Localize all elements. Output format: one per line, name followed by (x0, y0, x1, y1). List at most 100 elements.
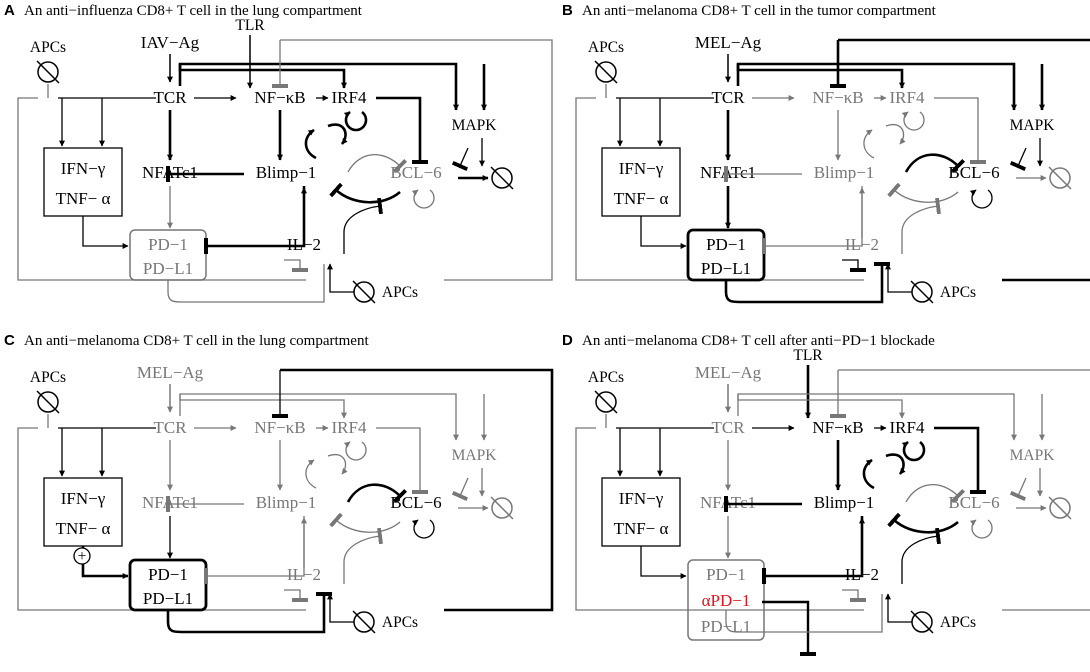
il2-bcl6-inhibit-edge (343, 527, 383, 584)
il2-bcl6-inhibit-edge (343, 197, 383, 254)
pdl1-node: PD−L1 (143, 589, 193, 608)
right-frame-edge (838, 369, 1090, 611)
apcs-null-icon (594, 60, 618, 84)
pdl1-il2-inhibit-edge (842, 589, 866, 602)
irf4-node: IRF4 (332, 88, 367, 107)
pd1-node: PD−1 (706, 565, 746, 584)
apcs-label: APCs (30, 369, 66, 386)
blimp1-node: Blimp−1 (256, 493, 317, 512)
mapk-node: MAPK (1010, 447, 1056, 464)
irf4-blimp1-edge (327, 453, 348, 475)
positive-sign: + (78, 548, 87, 565)
tcr-irf4-edge (178, 64, 347, 89)
blimp1-bcl6-inhibit-edge (887, 512, 959, 534)
pdl1-node: PD−L1 (701, 259, 751, 278)
nfkb-node: NF−κB (254, 88, 305, 107)
mapk-node: MAPK (452, 117, 498, 134)
outer-frame-edge (575, 414, 864, 611)
tcr-node: TCR (153, 418, 187, 437)
apcs-il2-edge (327, 263, 354, 293)
irf4-node: IRF4 (332, 418, 367, 437)
pdl1-il2-inhibit-edge (284, 259, 308, 272)
bcl6-blimp1-inhibit-edge (347, 154, 408, 174)
pdl1-il2-inhibit-edge (284, 589, 308, 602)
ifn-gamma-node: IFN−γ (619, 159, 664, 178)
irf4-node: IRF4 (890, 418, 925, 437)
apcs-bottom-null-icon (352, 280, 376, 304)
pd1-il2-bottom-edge (725, 594, 883, 633)
apcs-label: APCs (30, 39, 66, 56)
blimp1-irf4-edge (304, 128, 317, 160)
tlr-label: TLR (235, 17, 265, 34)
pd1-il2-bottom-edge (166, 592, 332, 634)
bcl6-blimp1-inhibit-edge (346, 483, 408, 504)
apcs-bottom-label: APCs (382, 614, 418, 631)
degradation-null-icon (490, 496, 514, 520)
pd1-node: PD−1 (148, 565, 188, 584)
apcs-bottom-label: APCs (382, 284, 418, 301)
panel-title: An anti−melanoma CD8+ T cell in the tumo… (582, 3, 937, 19)
antigen-label: MEL−Ag (137, 363, 204, 382)
tcr-irf4-edge (736, 64, 905, 89)
bcl6-node: BCL−6 (390, 163, 441, 182)
self-loop-edge (411, 519, 435, 539)
irf4-blimp1-edge (885, 123, 906, 145)
bcl6-node: BCL−6 (948, 493, 999, 512)
apcs-null-icon (36, 60, 60, 84)
mapk-node: MAPK (452, 447, 498, 464)
anti-pd1-node: αPD−1 (702, 591, 751, 610)
panel-b: B An anti−melanoma CD8+ T cell in the tum… (562, 2, 1090, 304)
right-frame-edge (280, 368, 554, 612)
panel-letter: C (4, 332, 15, 349)
blimp1-node: Blimp−1 (256, 163, 317, 182)
mapk-bcl6-inhibit-edge (451, 147, 469, 172)
cytokine-pd1-edge (82, 216, 129, 249)
il2-node: IL−2 (845, 235, 879, 254)
il2-node: IL−2 (287, 565, 321, 584)
nfatc1-node: NFATc1 (700, 493, 756, 512)
pdl1-il2-inhibit-edge (842, 259, 866, 272)
mapk-node: MAPK (1010, 117, 1056, 134)
il2-bcl6-inhibit-edge (901, 527, 941, 584)
apcs-il2-edge (327, 593, 354, 623)
panel-letter: B (562, 2, 573, 19)
nfkb-node: NF−κB (254, 418, 305, 437)
panel-letter: A (4, 2, 15, 19)
apcs-bottom-null-icon (910, 280, 934, 304)
irf4-bcl6-inhibit-edge (934, 97, 986, 164)
mapk-bcl6-inhibit-edge (1009, 147, 1027, 172)
degradation-null-icon (1048, 496, 1072, 520)
pd1-il2-bottom-edge (724, 262, 890, 304)
degradation-null-icon (1048, 166, 1072, 190)
nfatc1-node: NFATc1 (700, 163, 756, 182)
tcr-node: TCR (711, 88, 745, 107)
irf4-blimp1-edge (327, 123, 348, 145)
antigen-label: MEL−Ag (695, 363, 762, 382)
tcr-mapk-edge (737, 393, 1017, 441)
ifn-gamma-node: IFN−γ (61, 489, 106, 508)
nfatc1-node: NFATc1 (142, 163, 198, 182)
positive-regulation-icon (73, 547, 91, 565)
apcs-label: APCs (588, 369, 624, 386)
irf4-bcl6-inhibit-edge (376, 96, 428, 164)
apcs-bottom-null-icon (910, 610, 934, 634)
cytokine-pd1-edge (640, 216, 687, 249)
apcs-bottom-label: APCs (940, 284, 976, 301)
blimp1-bcl6-inhibit-edge (887, 182, 959, 203)
ifn-gamma-node: IFN−γ (61, 159, 106, 178)
self-loop-edge (969, 519, 993, 539)
pd1-pdl1-box (687, 559, 765, 641)
bcl6-blimp1-inhibit-edge (904, 153, 966, 174)
self-loop-edge (901, 111, 925, 131)
tcr-irf4-edge (737, 394, 905, 419)
mapk-bcl6-inhibit-edge (451, 477, 469, 502)
apcs-bottom-label: APCs (940, 614, 976, 631)
irf4-bcl6-inhibit-edge (934, 426, 986, 494)
tcr-node: TCR (153, 88, 187, 107)
tcr-mapk-edge (179, 393, 459, 441)
irf4-node: IRF4 (890, 88, 925, 107)
blimp1-bcl6-inhibit-edge (329, 182, 401, 204)
cytokine-pd1-edge (81, 546, 129, 579)
self-loop-edge (343, 441, 367, 461)
